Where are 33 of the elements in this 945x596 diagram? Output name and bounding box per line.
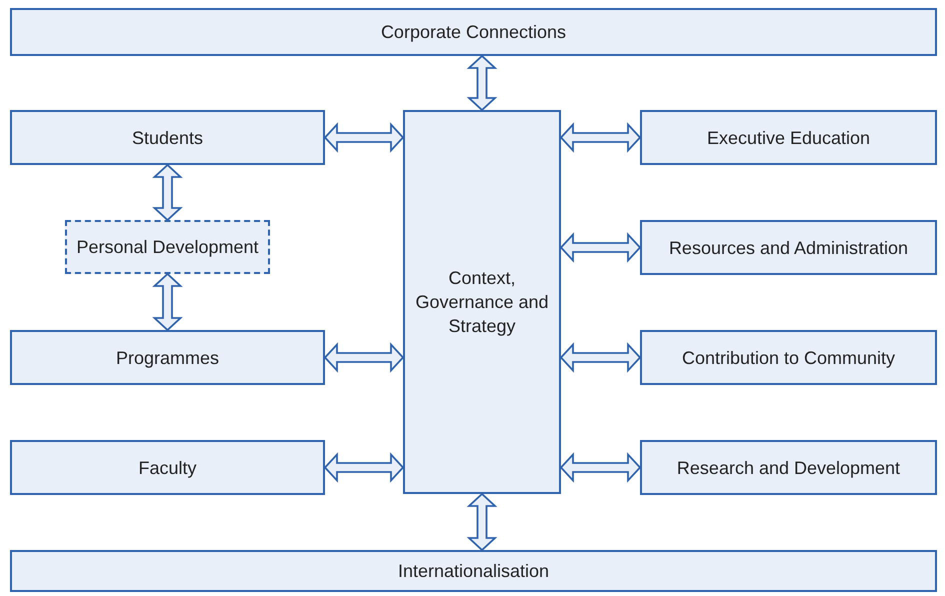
process-box (640, 440, 937, 495)
double-arrow (324, 342, 404, 373)
process-box (10, 8, 937, 56)
double-arrow (560, 342, 642, 373)
box-label: Corporate Connections (380, 21, 566, 44)
box-label: Personal Development (76, 236, 259, 259)
double-arrow (152, 272, 183, 332)
process-box (640, 110, 937, 165)
process-box (10, 330, 325, 385)
double-arrow (152, 164, 183, 222)
process-box (640, 220, 937, 275)
process-box (640, 330, 937, 385)
box-label: Executive Education (706, 126, 870, 150)
double-arrow (560, 232, 642, 263)
dashed-box (65, 220, 270, 274)
box-label: Internationalisation (398, 560, 550, 583)
double-arrow (560, 452, 642, 483)
double-arrow (324, 452, 404, 483)
box-label: Research and Development (676, 456, 900, 480)
box-label: Students (132, 126, 204, 150)
double-arrow (466, 54, 498, 112)
process-box (10, 440, 325, 495)
box-label: Programmes (116, 346, 220, 370)
double-arrow (560, 122, 642, 153)
box-label: Contribution to Community (682, 346, 896, 370)
box-label: Faculty (138, 456, 197, 480)
box-label: Context, Governance and Strategy (414, 267, 550, 338)
process-box (403, 110, 561, 494)
double-arrow (466, 492, 498, 552)
box-label: Resources and Administration (668, 236, 908, 260)
double-arrow (324, 122, 404, 153)
process-box (10, 110, 325, 165)
process-box (10, 550, 937, 592)
